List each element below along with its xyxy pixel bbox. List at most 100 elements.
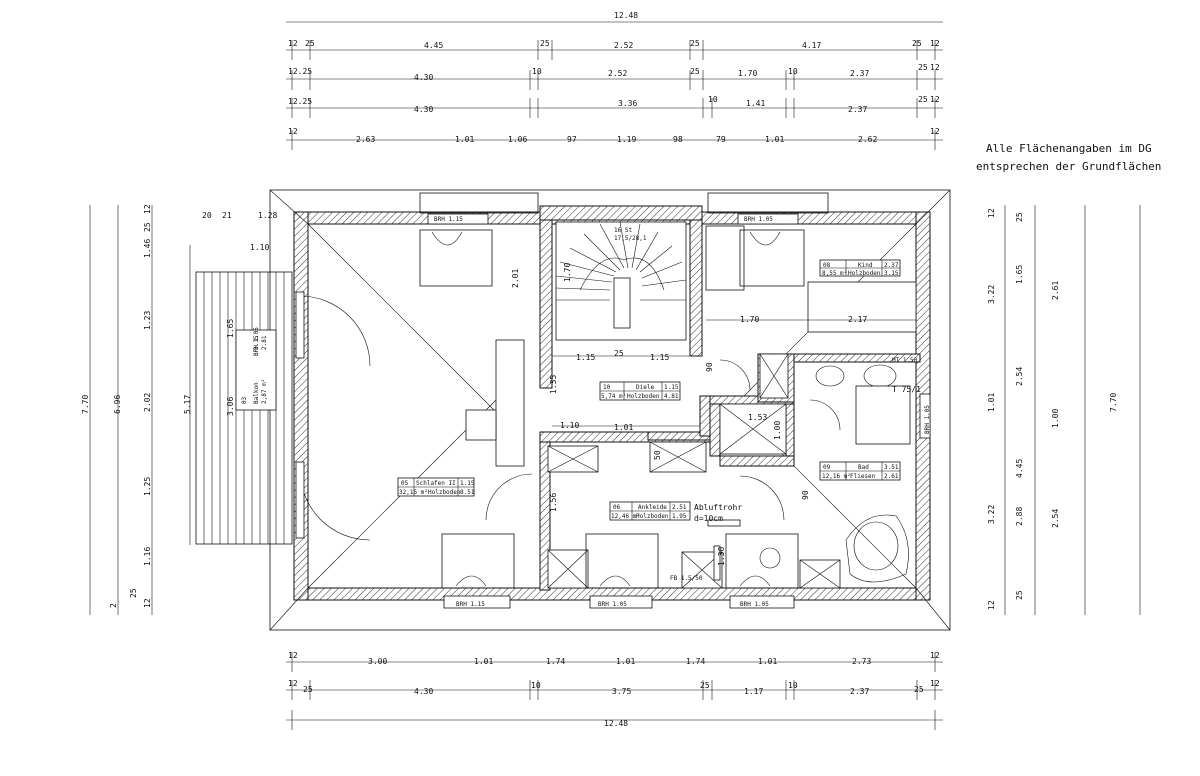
dim-90b: 90 [801,490,810,500]
dim-bot-r2-3: 10 [531,681,541,690]
dim-bot-r2-6: 1.17 [744,687,763,696]
room-schlafen: 05 Schlafen II 1.15 32,15 m² Holzboden 8… [397,477,475,497]
dim-top-r2-4: 25 [690,67,700,76]
diele-usable: 4.81 [664,393,679,400]
dim-h1: 1.65 [226,319,235,338]
dim-170: 1.70 [740,315,759,324]
tv-label: T 75/1 [892,385,921,394]
dim-left-s8: 12 [143,598,152,608]
dim-terrace-top-1: 21 [222,211,232,220]
dim-top-r2-8: 25 [918,63,928,72]
room-bad: 09 Bad 3.51 12,16 m² Fliesen 2.61 [819,461,901,481]
dim-left-s7: 25 [129,588,138,598]
dim-h3: 1.70 [563,263,572,282]
dim-top-r2-5: 1.70 [738,69,757,78]
dim-top-r3-7: 12 [930,95,940,104]
dim-top-r4-7: 79 [716,135,726,144]
dim-top-r2-7: 2.37 [850,69,869,78]
dim-bot-r2-5: 25 [700,681,710,690]
schlafen-usable: 1.15 [460,480,475,487]
dim-right-c3: 2.88 [1015,507,1024,526]
dim-top-r2-6: 10 [788,67,798,76]
dim-bot-r2-9: 25 [914,685,924,694]
dim-bot-r2-7: 10 [788,681,798,690]
dim-bot-r1-6: 1.01 [758,657,777,666]
dim-top-r1-3: 25 [540,39,550,48]
dim-left-s6: 1.16 [143,547,152,566]
abluft-label-1: Abluftrohr [694,503,742,512]
dim-bot-r1-7: 2.73 [852,657,871,666]
bad-area: 12,16 m² [822,473,851,480]
top-dimensions: 12.48 12 25 4.45 25 2.52 25 4.17 [286,11,943,150]
left-dimensions: 7.70 6.96 5.17 12 25 1.46 1.23 2.02 1.25… [81,204,277,615]
dim-top-r3-2: 3.36 [618,99,637,108]
terrace-fig: 3.15 [253,335,260,350]
dim-top-r2-0: 12.25 [288,67,312,76]
dim-135: 1.35 [549,375,558,394]
misc-labels: 16 St 17,5/28,1 Abluftrohr d=10cm FB 1.5… [226,227,921,582]
terrace-usable: 2.81 [261,335,268,350]
terrace-code: 03 [241,396,248,404]
window-label-2: BRH 1.05 [744,216,773,223]
kind-name: Kind [858,262,873,269]
dim-130: 1.30 [717,547,726,566]
ankleide-name: Ankleide [638,504,667,511]
dim-top-r4-2: 1.01 [455,135,474,144]
dim-top-r4-8: 1.01 [765,135,784,144]
dim-right-s4: 1.01 [987,393,996,412]
dim-top-r4-0: 12 [288,127,298,136]
dim-terrace-top-3: 1.10 [250,243,269,252]
dim-bot-r2-4: 3.75 [612,687,631,696]
dim-right-s2: 1.65 [1015,265,1024,284]
ankleide-usable: 1.95 [672,513,687,520]
dim-terrace-top-2: 1.28 [258,211,277,220]
bad-usable: 2.61 [884,473,899,480]
dim-right-s5: 4.45 [1015,459,1024,478]
dim-bot-r1-5: 1.74 [686,657,705,666]
dim-right-c4: 2.54 [1051,509,1060,528]
kind-area: 8,55 m² [822,270,847,277]
room-diele: 10 Diele 1.15 5,74 m² Holzboden 4.81 [599,381,681,401]
bad-name: Bad [858,464,869,471]
mt-label: MT 1.50 [892,357,918,364]
dim-top-r2-1: 4.30 [414,73,433,82]
dim-217: 2.17 [848,315,867,324]
dim-right-s8: 12 [987,600,996,610]
diele-fig: 1.15 [664,384,679,391]
dim-top-r4-4: 97 [567,135,577,144]
dim-left-terrace: 5.17 [183,395,192,414]
window-label-5: BRH 1.05 [740,601,769,608]
window-labels: BRH 1.15 BRH 1.05 BRH 1.15 BRH 1.05 BRH … [253,216,931,608]
dim-top-r3-6: 25 [918,95,928,104]
window-label-6: BRH 1.05 [924,405,931,434]
diele-floor: Holzboden [627,393,660,400]
dim-right-s0: 12 [987,208,996,218]
schlafen-area: 32,15 m² [399,489,428,496]
diele-area: 5,74 m² [601,393,626,400]
dim-bot-overall: 12.48 [604,719,628,728]
dim-top-r1-6: 4.17 [802,41,821,50]
dim-top-r4-1: 2.63 [356,135,375,144]
dim-top-r1-0: 12 [288,39,298,48]
dim-left-outer1: 7.70 [81,395,90,414]
dim-terrace-top-0: 20 [202,211,212,220]
dim-bot-r1-1: 3.00 [368,657,387,666]
dim-top-overall: 12.48 [614,11,638,20]
dim-top-r3-0: 12.25 [288,97,312,106]
schlafen-fig: 8.51 [460,489,475,496]
building [269,189,951,631]
dim-top-r2-9: 12 [930,63,940,72]
room-ankleide: 06 Ankleide 2.51 12,46 m² Holzboden 1.95 [609,501,691,521]
dim-right-s3: 3.22 [987,285,996,304]
dim-left-s9: 2 [109,603,118,608]
dim-bot-r1-4: 1.01 [616,657,635,666]
bad-fig: 3.51 [884,464,899,471]
fb-label: FB 1.5/50 [670,575,703,582]
dim-bot-r2-1: 25 [303,685,313,694]
kind-fig: 2.37 [884,262,899,269]
dim-top-r4-10: 12 [930,127,940,136]
dim-left-s3: 1.23 [143,311,152,330]
dim-left-s2: 1.46 [143,239,152,258]
room-terrace: 03 Balkon 2,87 m² 3.15 2.81 [241,335,268,404]
